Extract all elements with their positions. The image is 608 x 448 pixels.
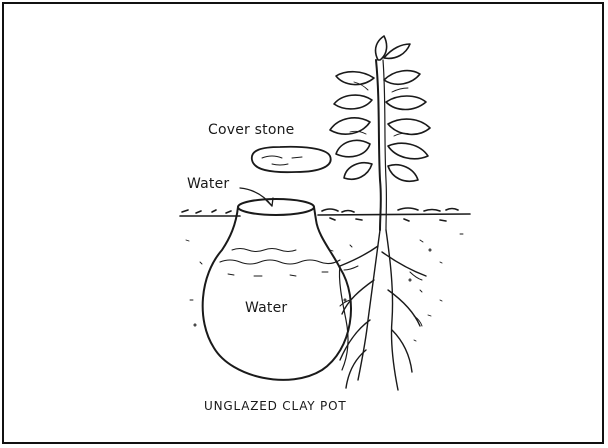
water-label-top: Water [187, 176, 229, 192]
clay-pot [203, 199, 351, 380]
ground-surface [180, 208, 470, 221]
cover-stone [252, 147, 331, 172]
plant-stem [376, 60, 386, 230]
plant-roots [339, 230, 426, 390]
cover-stone-label: Cover stone [208, 122, 294, 138]
water-label-inside: Water [245, 300, 287, 316]
diagram-caption: UNGLAZED CLAY POT [204, 399, 346, 413]
